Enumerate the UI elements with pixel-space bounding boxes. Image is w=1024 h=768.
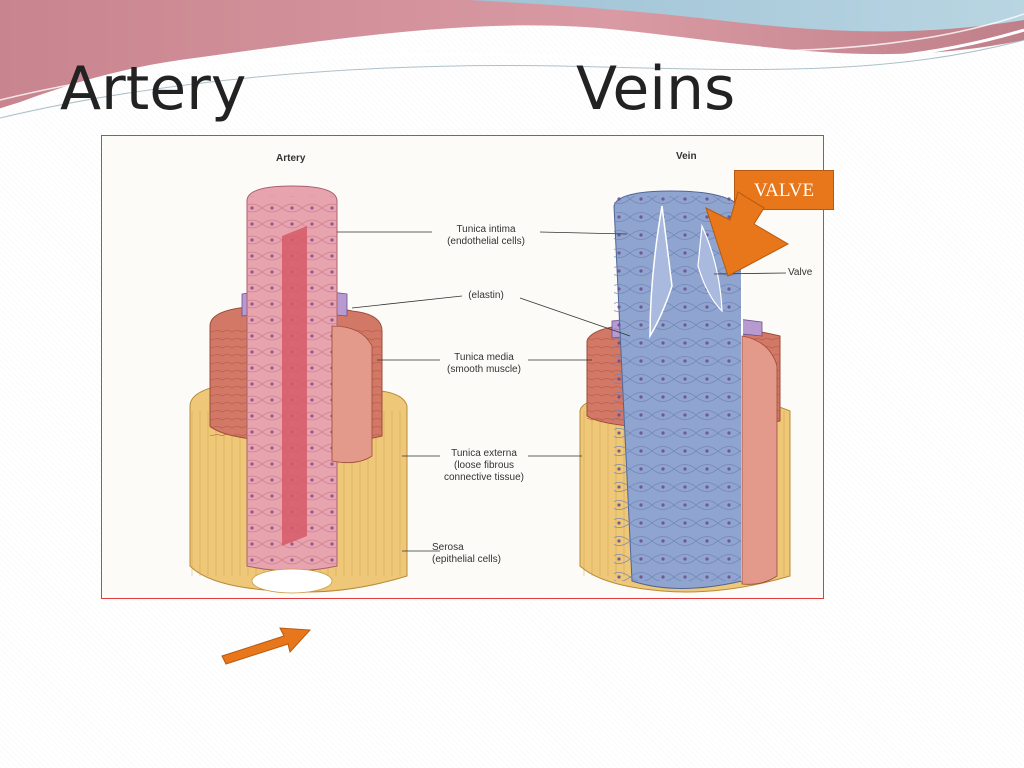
- vein-illustration: [579, 190, 791, 593]
- callout-arrow-icon: [705, 191, 790, 277]
- label-serosa: Serosa (epithelial cells): [432, 542, 501, 565]
- vessel-illustration: [189, 185, 791, 594]
- label-valve: Valve: [788, 267, 813, 278]
- vein-heading: Vein: [676, 151, 697, 162]
- label-tunica-media: Tunica media (smooth muscle): [447, 352, 521, 375]
- label-tunica-intima: Tunica intima (endothelial cells): [447, 224, 525, 247]
- vessel-diagram: Artery Vein Tunica intima (endothelial c…: [101, 135, 824, 599]
- header-banner: [0, 0, 1024, 119]
- pointer-arrow-icon: [221, 627, 312, 665]
- label-elastin: (elastin): [468, 290, 504, 301]
- label-tunica-externa: Tunica externa (loose fibrous connective…: [443, 448, 525, 483]
- slide-title-artery: Artery: [60, 54, 247, 124]
- artery-illustration: [189, 185, 408, 594]
- slide-title-veins: Veins: [576, 54, 736, 124]
- artery-heading: Artery: [276, 153, 306, 164]
- leader-lines: [337, 231, 787, 552]
